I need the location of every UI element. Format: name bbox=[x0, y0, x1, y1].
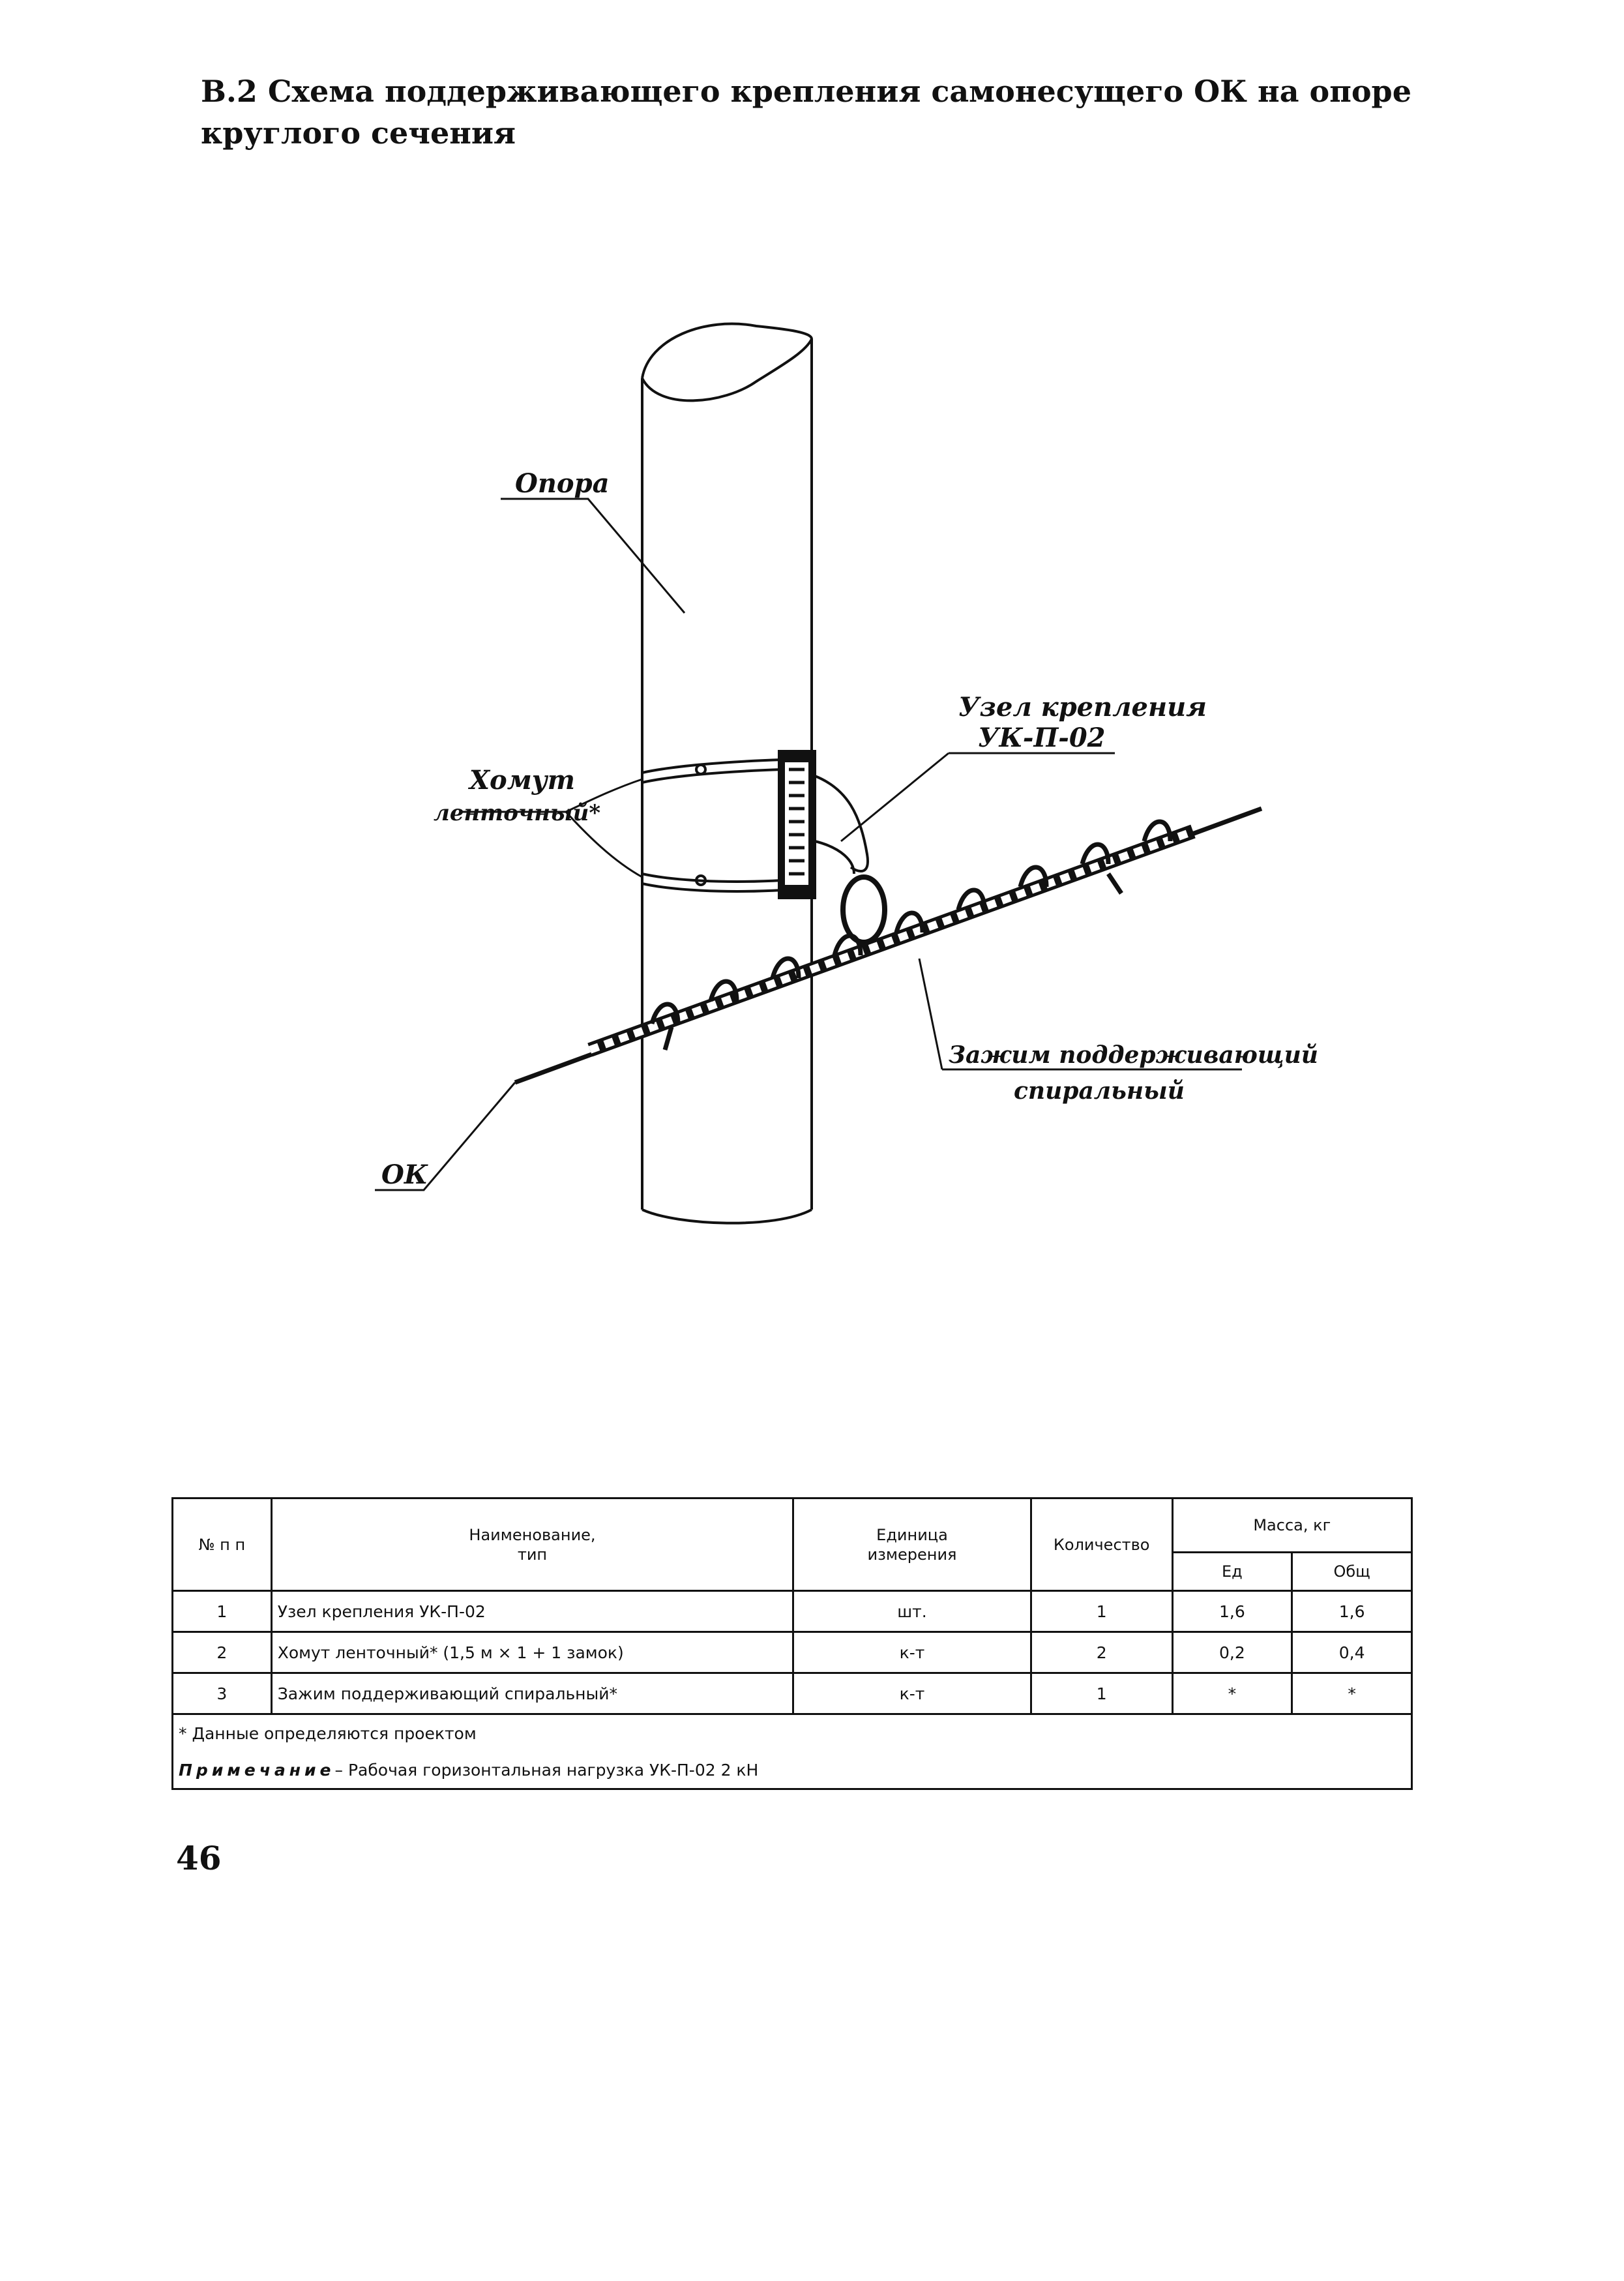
clamp-label-line1: Хомут bbox=[467, 765, 575, 796]
cable-label: ОК bbox=[381, 1159, 428, 1190]
table-header-row: № п п Наименование, тип Единица измерени… bbox=[171, 1497, 1413, 1592]
table-row: 1 Узел крепления УК-П-02 шт. 1 1,6 1,6 bbox=[171, 1590, 1413, 1633]
header-name-line1: Наименование, bbox=[469, 1525, 596, 1544]
note-row: Примечание– Рабочая горизонтальная нагру… bbox=[171, 1752, 1413, 1790]
clamp-label-line2: ленточный* bbox=[434, 800, 600, 826]
cell-unit: к-т bbox=[792, 1631, 1032, 1674]
page-number: 46 bbox=[176, 1839, 222, 1877]
header-name-line2: тип bbox=[517, 1545, 548, 1564]
note-text: – Рабочая горизонтальная нагрузка УК-П-0… bbox=[334, 1760, 759, 1780]
pole-label: Опора bbox=[515, 468, 610, 499]
note: Примечание– Рабочая горизонтальная нагру… bbox=[171, 1752, 1413, 1790]
cell-mass-unit: 0,2 bbox=[1171, 1631, 1293, 1674]
header-mass-total: Общ bbox=[1291, 1551, 1413, 1592]
header-unit-line1: Единица bbox=[876, 1525, 948, 1544]
cell-mass-total: 1,6 bbox=[1291, 1590, 1413, 1633]
header-num: № п п bbox=[171, 1497, 273, 1592]
note-label: Примечание bbox=[179, 1760, 335, 1780]
header-qty: Количество bbox=[1029, 1497, 1174, 1592]
header-mass: Масса, кг bbox=[1171, 1497, 1413, 1553]
cell-num: 3 bbox=[171, 1672, 273, 1715]
band-clamp bbox=[642, 758, 783, 893]
footnote: * Данные определяются проектом bbox=[171, 1713, 1413, 1752]
cell-mass-total: * bbox=[1291, 1672, 1413, 1715]
header-unit-line2: измерения bbox=[867, 1545, 957, 1564]
cell-qty: 1 bbox=[1029, 1590, 1174, 1633]
header-mass-unit: Ед bbox=[1171, 1551, 1293, 1592]
header-name: Наименование, тип bbox=[270, 1497, 795, 1592]
cell-qty: 1 bbox=[1029, 1672, 1174, 1715]
spiral-grip bbox=[649, 819, 1173, 1051]
cell-num: 2 bbox=[171, 1631, 273, 1674]
node-label-line2: УК-П-02 bbox=[978, 723, 1106, 753]
table-subheader-row: Ед Общ bbox=[173, 1551, 1413, 1592]
footnote-row: * Данные определяются проектом bbox=[171, 1713, 1413, 1752]
cell-name: Узел крепления УК-П-02 bbox=[270, 1590, 795, 1633]
grip-label-line1: Зажим поддерживающий bbox=[949, 1041, 1318, 1069]
leader-lines bbox=[375, 498, 1242, 1191]
cell-mass-unit: 1,6 bbox=[1171, 1590, 1293, 1633]
cell-unit: шт. bbox=[792, 1590, 1032, 1633]
mounting-diagram: Опора Хомут ленточный* Узел крепления УК… bbox=[375, 322, 1318, 1225]
mounting-node bbox=[778, 750, 887, 945]
cell-name: Зажим поддерживающий спиральный* bbox=[270, 1672, 795, 1715]
cell-mass-total: 0,4 bbox=[1291, 1631, 1413, 1674]
cell-qty: 2 bbox=[1029, 1631, 1174, 1674]
grip-label-line2: спиральный bbox=[1014, 1077, 1185, 1105]
specification-table: № п п Наименование, тип Единица измерени… bbox=[171, 1497, 1413, 1790]
page-title: В.2 Схема поддерживающего крепления само… bbox=[201, 74, 1411, 151]
node-label-line1: Узел крепления bbox=[958, 692, 1207, 723]
cell-num: 1 bbox=[171, 1590, 273, 1633]
cell-unit: к-т bbox=[792, 1672, 1032, 1715]
optical-cable bbox=[514, 806, 1263, 1085]
table-row: 3 Зажим поддерживающий спиральный* к-т 1… bbox=[171, 1672, 1413, 1715]
cell-mass-unit: * bbox=[1171, 1672, 1293, 1715]
table-row: 2 Хомут ленточный* (1,5 м × 1 + 1 замок)… bbox=[171, 1631, 1413, 1674]
cell-name: Хомут ленточный* (1,5 м × 1 + 1 замок) bbox=[270, 1631, 795, 1674]
header-unit: Единица измерения bbox=[792, 1497, 1032, 1592]
pole bbox=[641, 322, 813, 1225]
